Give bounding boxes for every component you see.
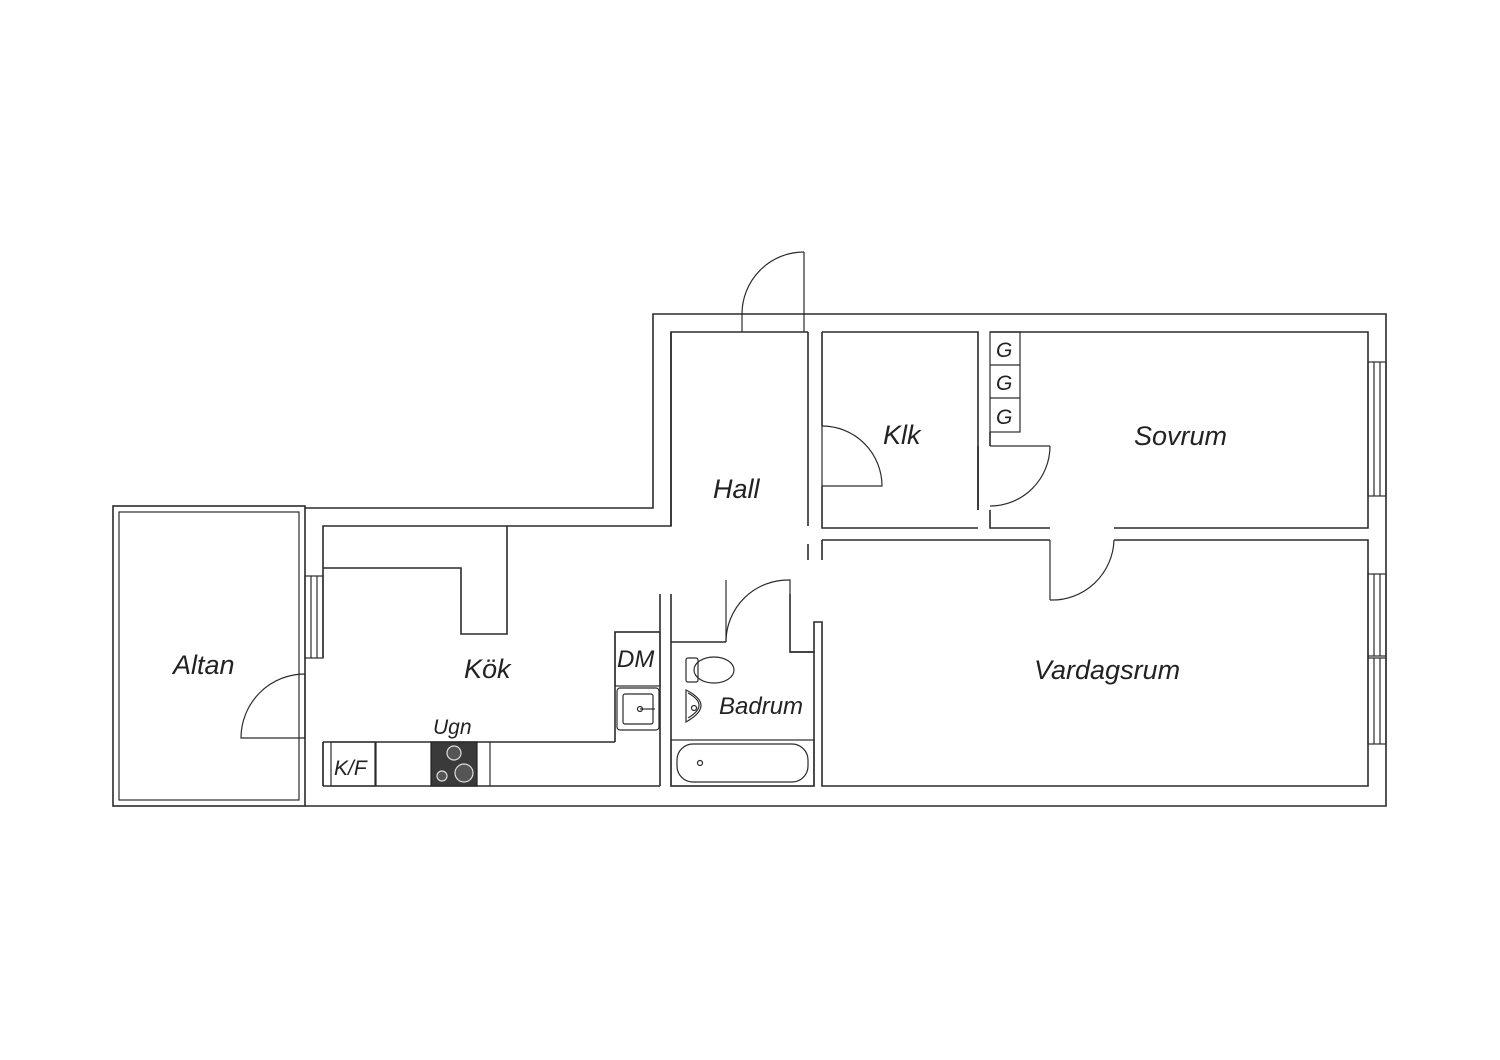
kitchen-walls [323, 332, 672, 787]
closet-label-1: G [996, 339, 1012, 362]
bedroom-window [1367, 361, 1387, 497]
fixture-label-dm: DM [617, 646, 654, 673]
closet-label-3: G [996, 406, 1012, 429]
bathroom-sink [685, 689, 702, 724]
klk-door[interactable] [821, 425, 883, 487]
dishwasher-box [614, 631, 661, 687]
kitchen-window [304, 575, 324, 659]
hall-klk-walls [807, 331, 979, 560]
kitchen-sink [616, 687, 660, 731]
living-room-door[interactable] [1049, 539, 1115, 601]
exterior-wall-outer [305, 313, 1387, 807]
bathroom-door[interactable] [725, 579, 791, 643]
bathroom-walls [670, 594, 815, 787]
stove [430, 741, 478, 787]
bedroom-door[interactable] [989, 445, 1051, 507]
living-room-windows [1367, 573, 1387, 745]
kitchen-counters [322, 631, 661, 787]
toilet [685, 656, 735, 684]
balcony-door[interactable] [240, 673, 306, 739]
room-label-vardagsrum: Vardagsrum [1034, 655, 1180, 685]
room-label-kok: Kök [464, 654, 512, 684]
bathtub [670, 739, 815, 787]
fixture-label-kf: K/F [334, 757, 368, 780]
room-label-sovrum: Sovrum [1134, 421, 1227, 451]
room-label-hall: Hall [713, 474, 761, 504]
room-label-klk: Klk [883, 420, 922, 450]
room-label-altan: Altan [171, 650, 235, 680]
fixture-label-ugn: Ugn [433, 716, 472, 739]
room-label-badrum: Badrum [719, 693, 803, 720]
entrance-door[interactable] [741, 251, 805, 332]
closet-label-2: G [996, 372, 1012, 395]
fridge-freezer [330, 741, 376, 787]
